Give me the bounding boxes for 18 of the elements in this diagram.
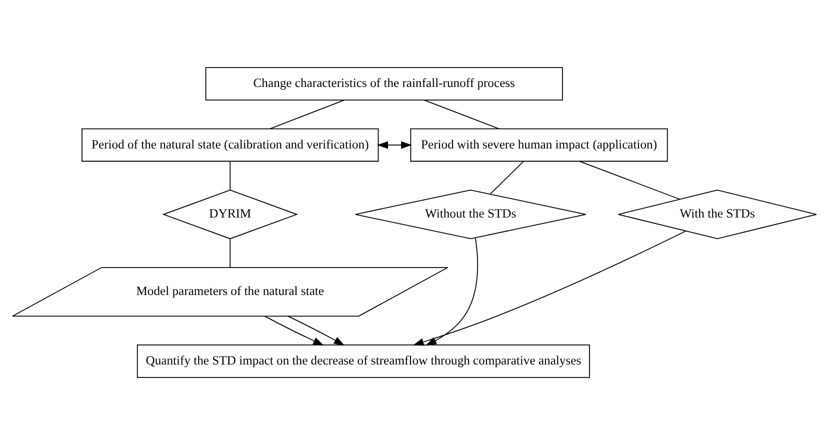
node-box: Quantify the STD impact on the decrease of streamflow through comparative analyses	[136, 344, 590, 378]
arrow	[426, 237, 478, 346]
connector	[579, 160, 680, 200]
connector	[270, 100, 345, 130]
connector	[230, 238, 231, 268]
connector	[230, 160, 231, 190]
node-box: Period with severe human impact (application)	[410, 128, 668, 162]
node-diamond: With the STDs	[618, 190, 817, 240]
node-box: Change characteristics of the rainfall-runoff process	[205, 67, 563, 100]
node-box: Period of the natural state (calibration and verification)	[82, 128, 379, 162]
node-diamond: Without the STDs	[354, 190, 586, 240]
connector	[490, 160, 524, 195]
node-diamond: DYRIM	[162, 190, 298, 240]
arrow	[288, 316, 345, 346]
arrow	[264, 316, 324, 346]
connector	[424, 100, 500, 130]
arrow	[412, 230, 686, 346]
arrow	[377, 141, 412, 149]
